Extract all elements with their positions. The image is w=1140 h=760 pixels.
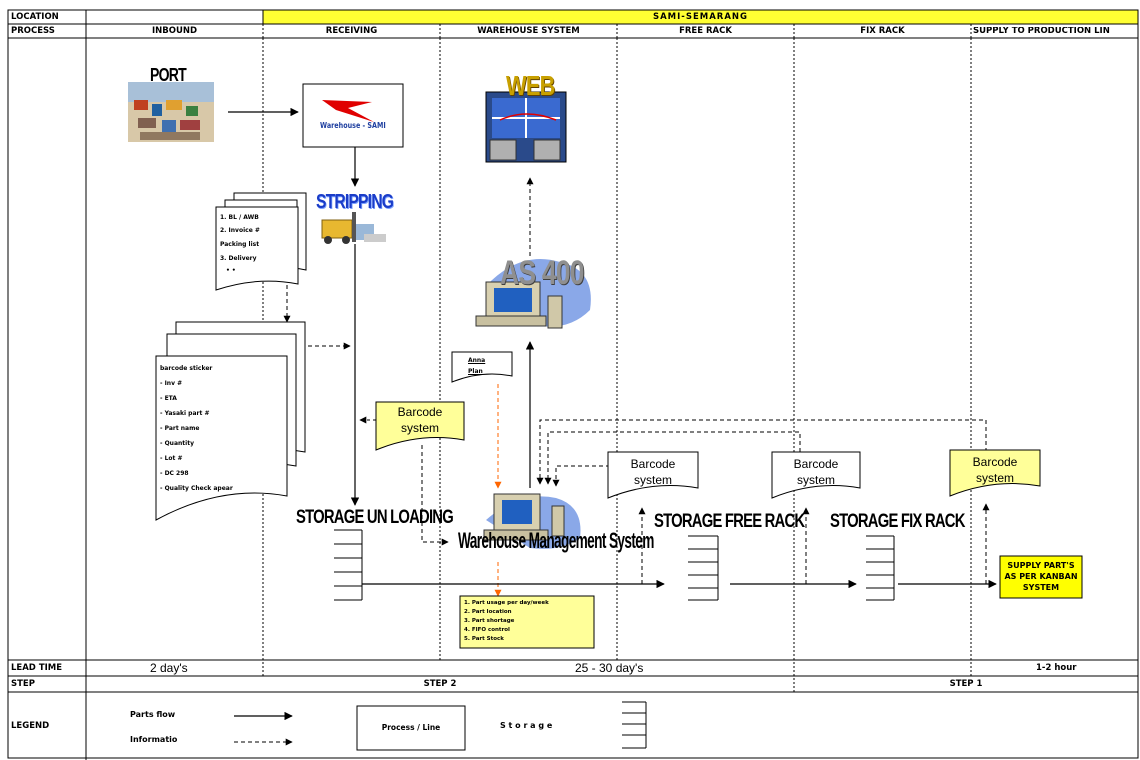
storage-rack-fix xyxy=(866,536,894,600)
port-label: PORT xyxy=(150,66,186,84)
stripping-label: STRIPPING xyxy=(316,192,393,212)
docs-large-line-8: - DC 298 xyxy=(160,469,189,478)
docs-large-line-3: - ETA xyxy=(160,394,177,403)
web-icon xyxy=(486,92,566,162)
storage-rack-unloading xyxy=(334,530,362,600)
docs-small-line-3: Packing list xyxy=(220,240,259,249)
lead-time-label: LEAD TIME xyxy=(11,664,62,673)
docs-small-line-1: 1. BL / AWB xyxy=(220,213,259,222)
docs-large-line-9: - Quality Check apear xyxy=(160,484,233,493)
storage-unloading-label: STORAGE UN LOADING xyxy=(296,508,453,527)
legend-information-label: Informatio xyxy=(130,736,177,744)
docs-small-line-4: 3. Delivery xyxy=(220,254,257,263)
lead-time-middle: 25 - 30 day's xyxy=(575,662,643,674)
as400-label: AS 400 xyxy=(500,256,584,290)
warehouse-sami-box xyxy=(303,84,403,147)
docs-large-line-7: - Lot # xyxy=(160,454,183,463)
step-1-label: STEP 1 xyxy=(794,680,1138,689)
docs-small-line-5: • • xyxy=(226,266,236,275)
warehouse-sami-label: Warehouse - SAMI xyxy=(320,122,386,130)
step-label: STEP xyxy=(11,680,35,689)
column-warehouse-system: WAREHOUSE SYSTEM xyxy=(440,27,617,36)
wms-output-3: 3. Part shortage xyxy=(464,617,514,626)
wms-output-4: 4. FIFO control xyxy=(464,626,510,635)
column-inbound: INBOUND xyxy=(86,27,263,36)
port-image xyxy=(128,82,214,142)
docs-small-line-2: 2. Invoice # xyxy=(220,226,260,235)
docs-large-line-1: barcode sticker xyxy=(160,364,212,373)
step-2-label: STEP 2 xyxy=(86,680,794,689)
location-value: SAMI-SEMARANG xyxy=(263,13,1138,22)
lead-time-supply: 1-2 hour xyxy=(1036,664,1076,673)
wms-output-2: 2. Part location xyxy=(464,608,512,617)
wms-output-5: 5. Part Stock xyxy=(464,635,504,644)
wms-label: Warehouse Management System xyxy=(458,530,654,552)
legend-parts-flow-label: Parts flow xyxy=(130,711,175,719)
column-supply: SUPPLY TO PRODUCTION LIN xyxy=(973,27,1138,36)
forklift-icon xyxy=(322,212,386,244)
location-label: LOCATION xyxy=(11,13,59,22)
storage-rack-free xyxy=(688,536,718,600)
column-free-rack: FREE RACK xyxy=(617,27,794,36)
plan-label-line-2: Plan xyxy=(468,367,483,376)
plan-label-line-1: Anna xyxy=(468,356,485,365)
storage-fix-rack-label: STORAGE FIX RACK xyxy=(830,512,965,531)
docs-large-line-4: - Yasaki part # xyxy=(160,409,209,418)
column-fix-rack: FIX RACK xyxy=(794,27,971,36)
docs-large-line-6: - Quantity xyxy=(160,439,194,448)
web-label: WEB xyxy=(506,72,555,100)
process-label: PROCESS xyxy=(11,27,55,36)
legend-storage-rack xyxy=(622,702,646,748)
legend-process-label: Process / Line xyxy=(357,724,465,732)
column-receiving: RECEIVING xyxy=(263,27,440,36)
docs-large-line-5: - Part name xyxy=(160,424,199,433)
docs-large-line-2: - Inv # xyxy=(160,379,182,388)
wms-output-1: 1. Part usage per day/week xyxy=(464,599,549,608)
legend-storage-label: S t o r a g e xyxy=(500,722,552,730)
storage-free-rack-label: STORAGE FREE RACK xyxy=(654,512,804,531)
legend-label: LEGEND xyxy=(11,722,49,731)
lead-time-inbound: 2 day's xyxy=(150,662,188,674)
